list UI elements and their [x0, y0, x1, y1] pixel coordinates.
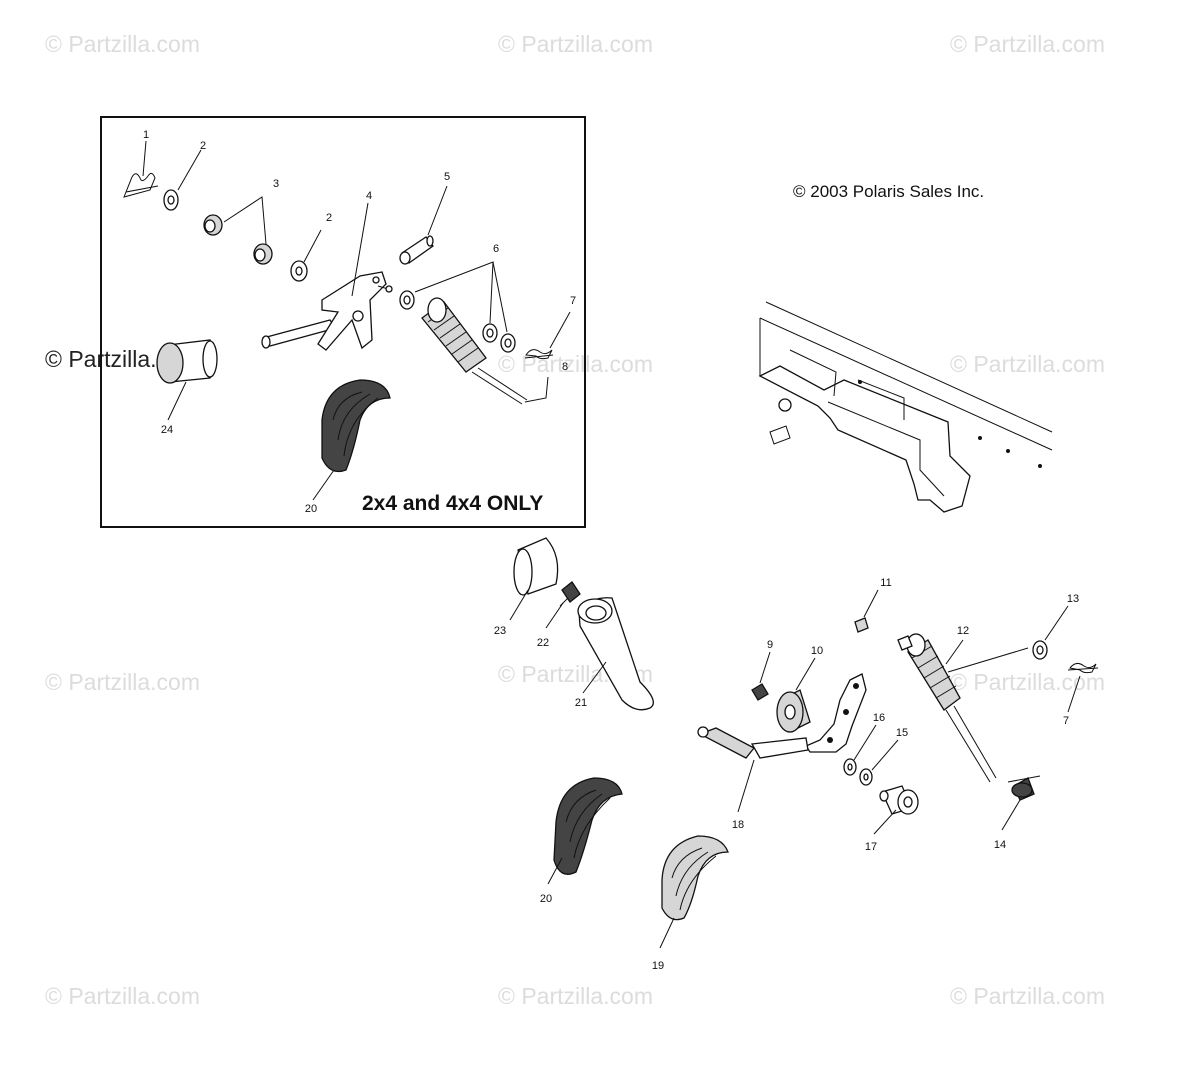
handle-grip-part: [577, 597, 654, 711]
watermark: © Partzilla.com: [498, 351, 653, 377]
clevis-pin-part: [399, 235, 434, 265]
brake-bracket-part: [261, 271, 393, 351]
frame-section-part: [758, 301, 1053, 513]
inset-border: [100, 116, 586, 528]
callout-5: 5: [444, 171, 450, 183]
callout-2: 2: [326, 212, 332, 224]
washer-part: [163, 189, 179, 211]
callout-10: 10: [811, 645, 823, 657]
watermark: © Partzilla.com: [45, 31, 200, 57]
callout-17: 17: [865, 841, 877, 853]
bushing-part: [203, 214, 273, 265]
watermark: © Partzilla.com: [45, 669, 200, 695]
roller-part: [776, 689, 811, 733]
copyright-notice: © 2003 Polaris Sales Inc.: [793, 182, 984, 201]
callout-2: 2: [200, 140, 206, 152]
pedal-pad-part: [321, 379, 391, 473]
callout-6: 6: [493, 243, 499, 255]
callout-20: 20: [305, 503, 317, 515]
brake-cable-part: [421, 297, 528, 405]
watermark: © Partzilla.com: [498, 31, 653, 57]
watermark: © Partzilla.com: [950, 351, 1105, 377]
watermark: © Partzilla.com: [950, 31, 1105, 57]
watermark: © Partzilla.com: [950, 669, 1105, 695]
callout-13: 13: [1067, 593, 1079, 605]
callout-8: 8: [562, 361, 568, 373]
callout-9: 9: [767, 639, 773, 651]
callout-7: 7: [1063, 715, 1069, 727]
callout-11: 11: [880, 577, 891, 589]
pivot-bolt-part: [879, 785, 919, 815]
washer-part: [859, 768, 873, 786]
callout-20: 20: [540, 893, 552, 905]
callout-3: 3: [273, 178, 279, 190]
end-cap-part: [513, 537, 559, 596]
washer-part: [1032, 640, 1048, 660]
callout-12: 12: [957, 625, 969, 637]
callout-21: 21: [575, 697, 587, 709]
callout-16: 16: [873, 712, 885, 724]
callout-7: 7: [570, 295, 576, 307]
screw-part: [559, 581, 581, 607]
cotter-clip-part: [1067, 662, 1099, 674]
callout-24: 24: [161, 424, 173, 436]
callout-19: 19: [652, 960, 664, 972]
rubber-boot-part: [156, 339, 218, 384]
washer-part: [290, 260, 308, 282]
callout-4: 4: [366, 190, 372, 202]
pedal-pad-part: [553, 777, 623, 875]
washer-part: [399, 290, 516, 353]
callout-23: 23: [494, 625, 506, 637]
callout-14: 14: [994, 839, 1006, 851]
brake-cable-part: [897, 633, 997, 783]
pedal-pad-part: [661, 835, 729, 921]
inset-label: 2x4 and 4x4 ONLY: [362, 492, 543, 515]
cable-end-part: [1007, 775, 1041, 801]
cotter-clip-part: [524, 349, 554, 360]
washer-part: [843, 758, 857, 776]
watermark: © Partzilla.com: [45, 983, 200, 1009]
watermark: © Partzilla.com: [950, 983, 1105, 1009]
nut-part: [751, 683, 769, 701]
callout-1: 1: [143, 129, 149, 141]
hair-pin-clip-part: [123, 172, 159, 198]
brake-pedal-arm-part: [697, 673, 867, 759]
watermark: © Partzilla.com: [498, 983, 653, 1009]
callout-22: 22: [537, 637, 549, 649]
callout-15: 15: [896, 727, 908, 739]
callout-18: 18: [732, 819, 744, 831]
nut-part: [854, 617, 869, 633]
inset-panel: 1 2 3 2 4 5 6 7 8 24 20 2x4 and 4x4 ONLY: [100, 116, 586, 528]
